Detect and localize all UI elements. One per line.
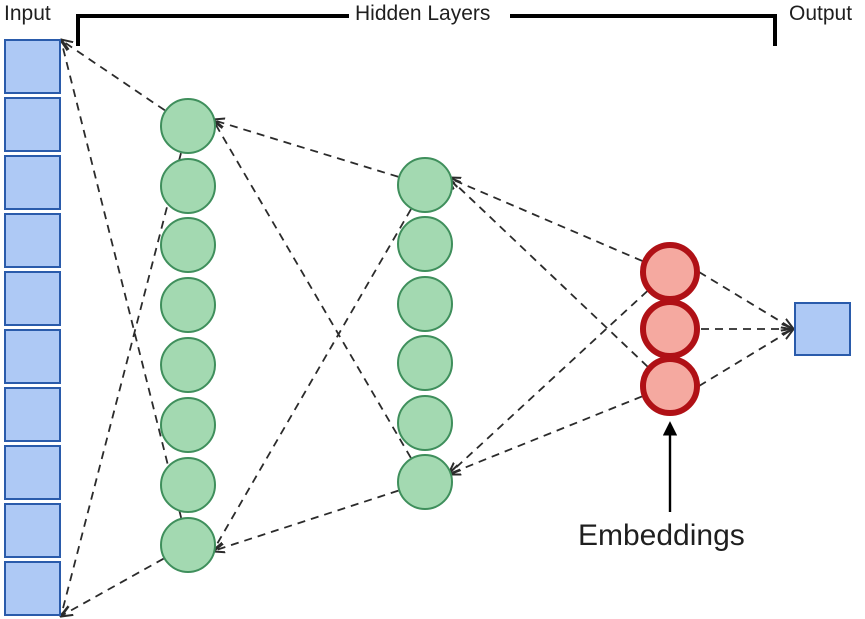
hidden-layers-label: Hidden Layers (351, 3, 495, 24)
input-node[interactable] (4, 97, 61, 152)
embedding-node[interactable] (640, 356, 700, 416)
hidden1-node[interactable] (160, 217, 216, 273)
hidden-layer-1 (160, 98, 216, 573)
hidden1-node[interactable] (160, 158, 216, 214)
hidden-layers-bracket (76, 14, 777, 46)
hidden2-node[interactable] (397, 395, 453, 451)
input-layer (4, 39, 61, 616)
connections-hidden1-to-hidden2 (213, 120, 426, 551)
hidden1-node[interactable] (160, 397, 216, 453)
input-node[interactable] (4, 329, 61, 384)
connections-embeddings-to-output (698, 271, 793, 387)
hidden2-node[interactable] (397, 454, 453, 510)
hidden1-node[interactable] (160, 457, 216, 513)
embedding-node[interactable] (640, 299, 700, 359)
output-node[interactable] (794, 302, 851, 356)
input-node[interactable] (4, 387, 61, 442)
hidden1-node[interactable] (160, 277, 216, 333)
input-node[interactable] (4, 213, 61, 268)
input-node[interactable] (4, 39, 61, 94)
input-node[interactable] (4, 445, 61, 500)
hidden2-node[interactable] (397, 157, 453, 213)
input-label: Input (4, 2, 51, 25)
output-layer (794, 302, 851, 356)
output-label: Output (789, 2, 853, 25)
hidden1-node[interactable] (160, 98, 216, 154)
hidden2-node[interactable] (397, 216, 453, 272)
input-node[interactable] (4, 271, 61, 326)
hidden1-node[interactable] (160, 517, 216, 573)
hidden-layer-2 (397, 157, 453, 510)
embeddings-label: Embeddings (578, 519, 745, 552)
embedding-layer (640, 242, 700, 416)
input-node[interactable] (4, 561, 61, 616)
hidden1-node[interactable] (160, 337, 216, 393)
hidden2-node[interactable] (397, 335, 453, 391)
embedding-node[interactable] (640, 242, 700, 302)
connections-hidden2-to-embeddings (449, 178, 669, 474)
input-node[interactable] (4, 503, 61, 558)
input-node[interactable] (4, 155, 61, 210)
hidden2-node[interactable] (397, 276, 453, 332)
connections-input-to-hidden1 (61, 40, 189, 616)
